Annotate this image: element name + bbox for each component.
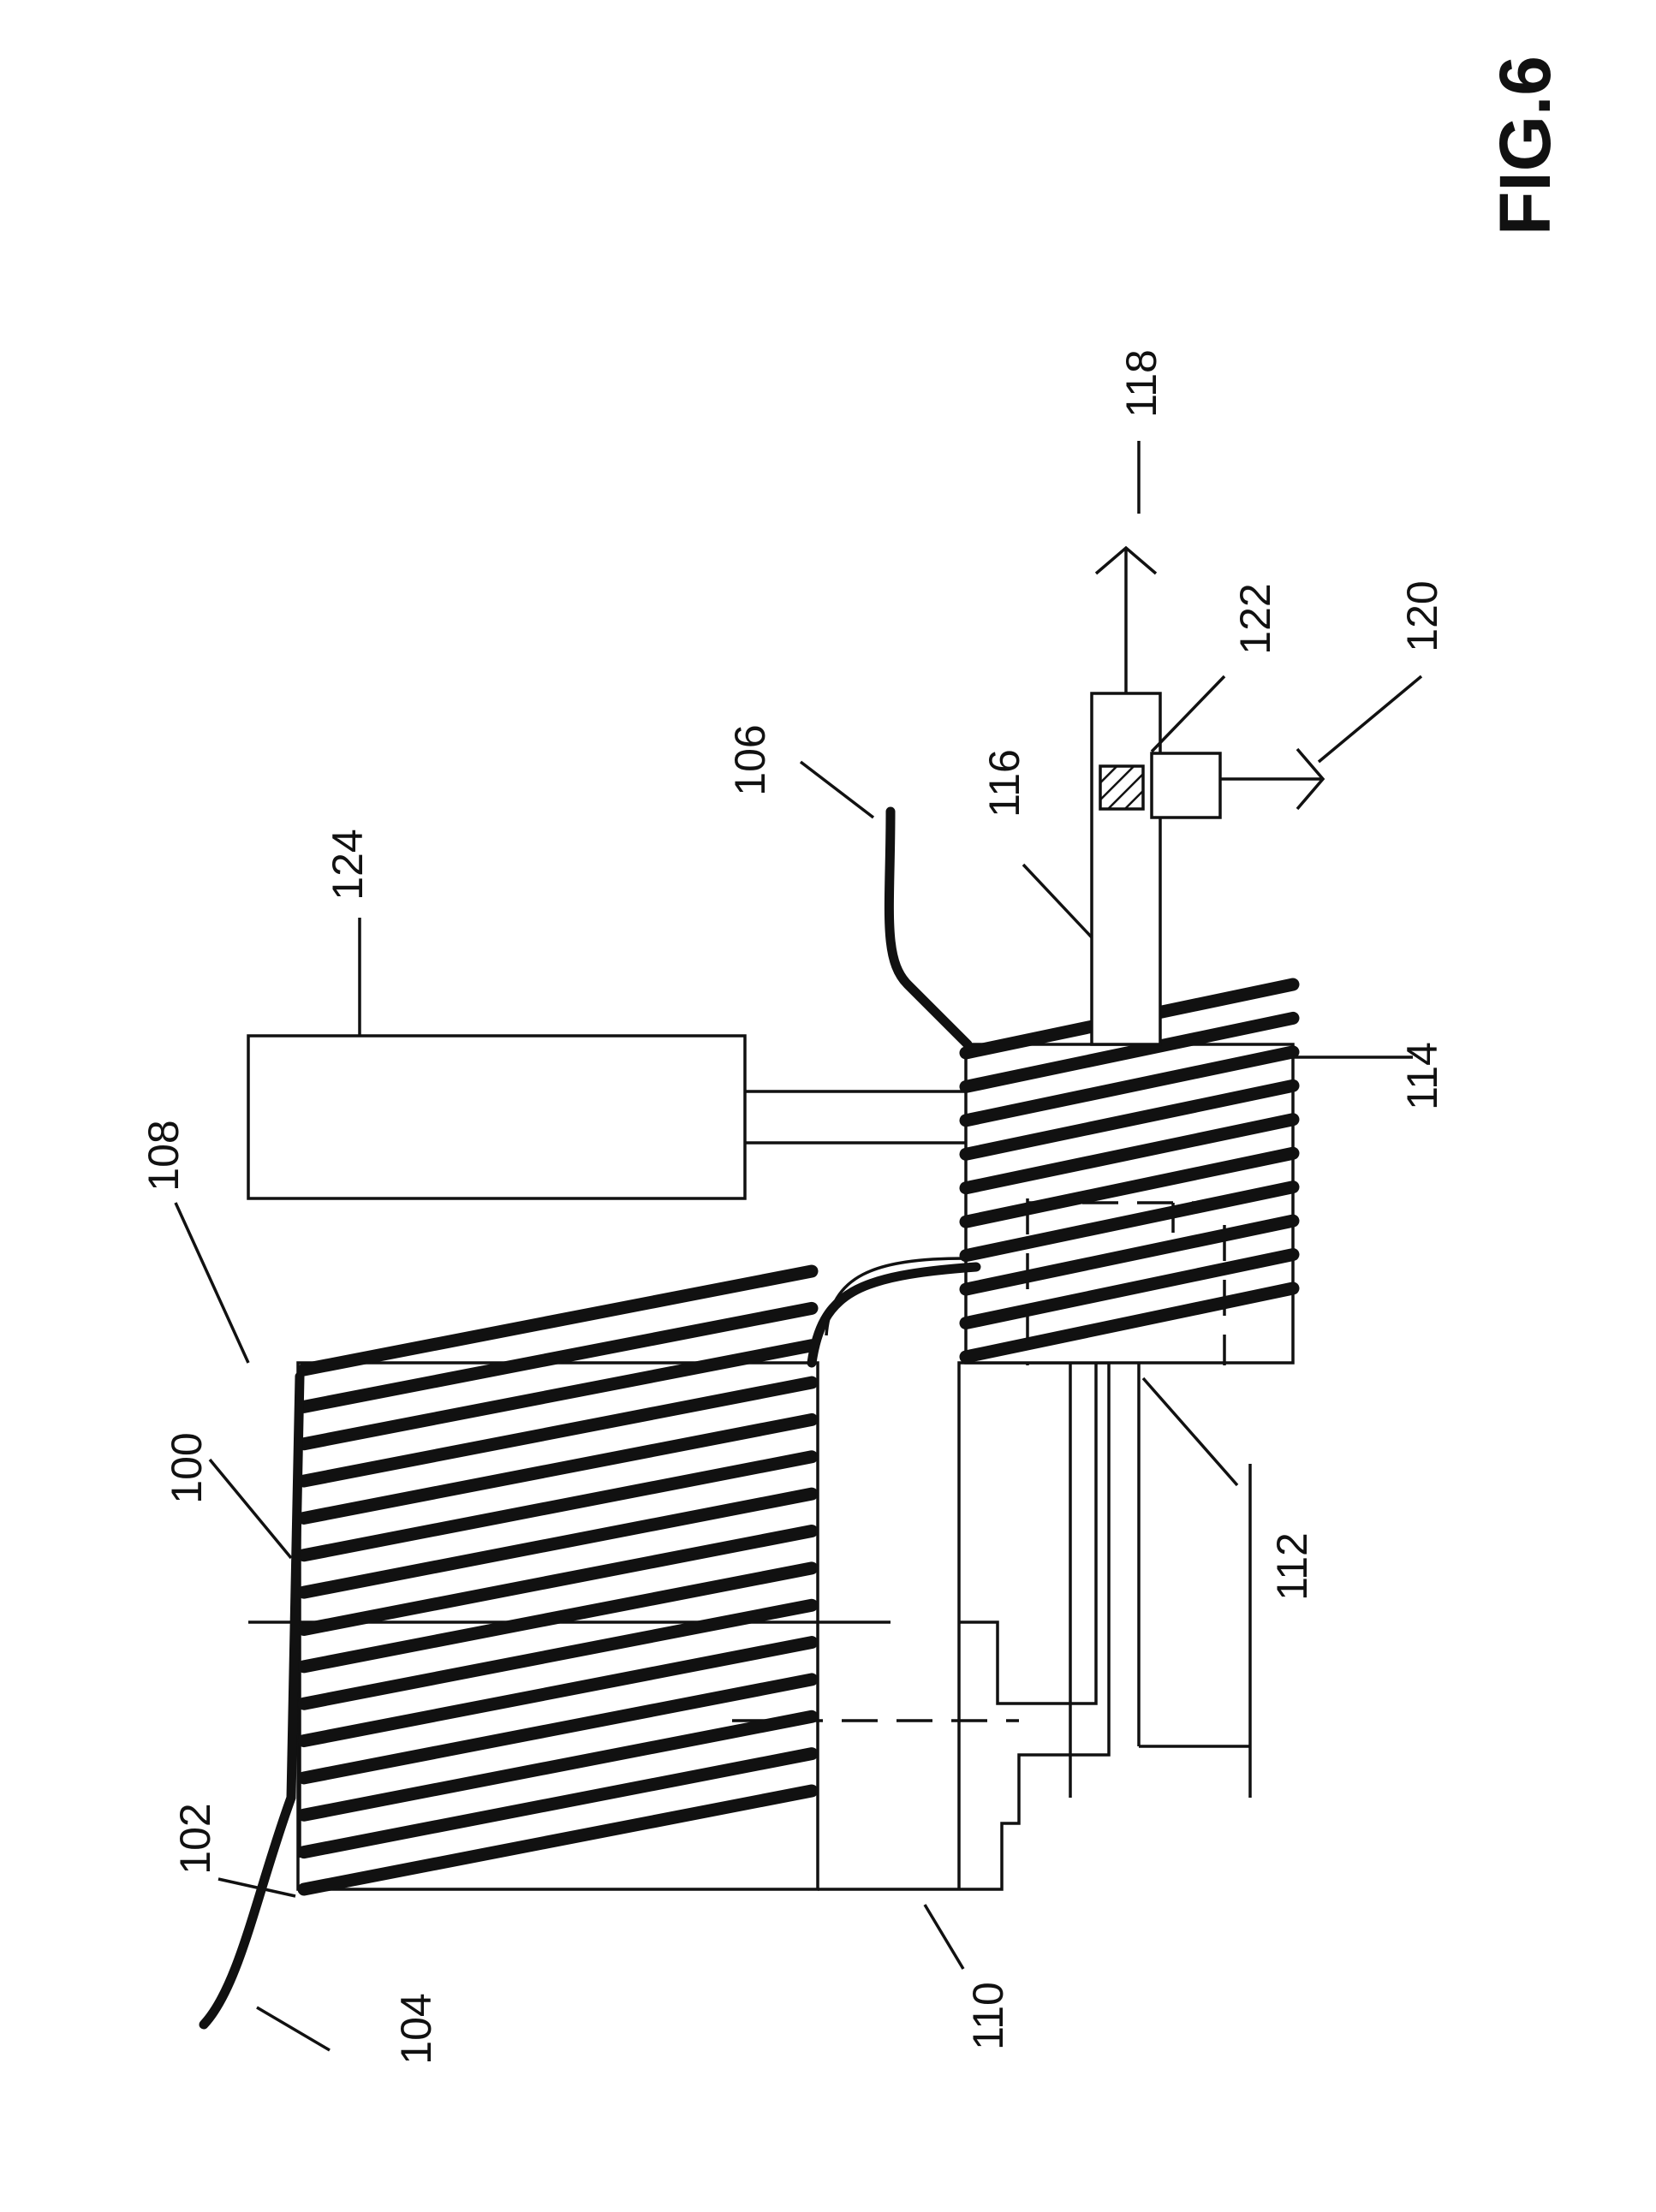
ref-114: 114 [1398, 1042, 1446, 1110]
control-box [248, 1036, 745, 1198]
support-base [818, 1318, 1250, 1889]
sensor-element [1100, 766, 1143, 809]
incoming-wire [204, 1377, 300, 2025]
ref-104: 104 [392, 1993, 440, 2064]
leader-104 [257, 2007, 330, 2050]
ref-120: 120 [1398, 580, 1446, 651]
outgoing-wire [889, 812, 968, 1044]
leader-120 [1319, 676, 1421, 762]
stepped-bracket [959, 1363, 1096, 1704]
support-base-outline [818, 1363, 1109, 1889]
ref-116: 116 [980, 749, 1028, 818]
ref-122: 122 [1231, 583, 1279, 654]
figure-title: FIG.6 [1485, 56, 1565, 235]
transfer-wire [812, 1267, 976, 1363]
leader-100 [210, 1460, 291, 1558]
ref-106: 106 [726, 724, 774, 795]
primary-coil-body [248, 1363, 1019, 1889]
leader-110 [925, 1905, 963, 1969]
ref-124: 124 [324, 829, 372, 900]
ref-102: 102 [171, 1803, 219, 1874]
ref-100: 100 [163, 1432, 211, 1503]
leader-108 [176, 1203, 248, 1363]
ref-108: 108 [140, 1120, 188, 1191]
leader-122 [1152, 676, 1224, 752]
leader-116 [1023, 865, 1092, 937]
output-pipe [1092, 693, 1160, 1044]
ref-118: 118 [1117, 349, 1165, 418]
ref-110: 110 [964, 1982, 1012, 2050]
leader-112 [1143, 1378, 1237, 1485]
leader-106 [801, 762, 873, 818]
sensor-housing [1152, 753, 1220, 818]
ref-112: 112 [1268, 1532, 1316, 1601]
